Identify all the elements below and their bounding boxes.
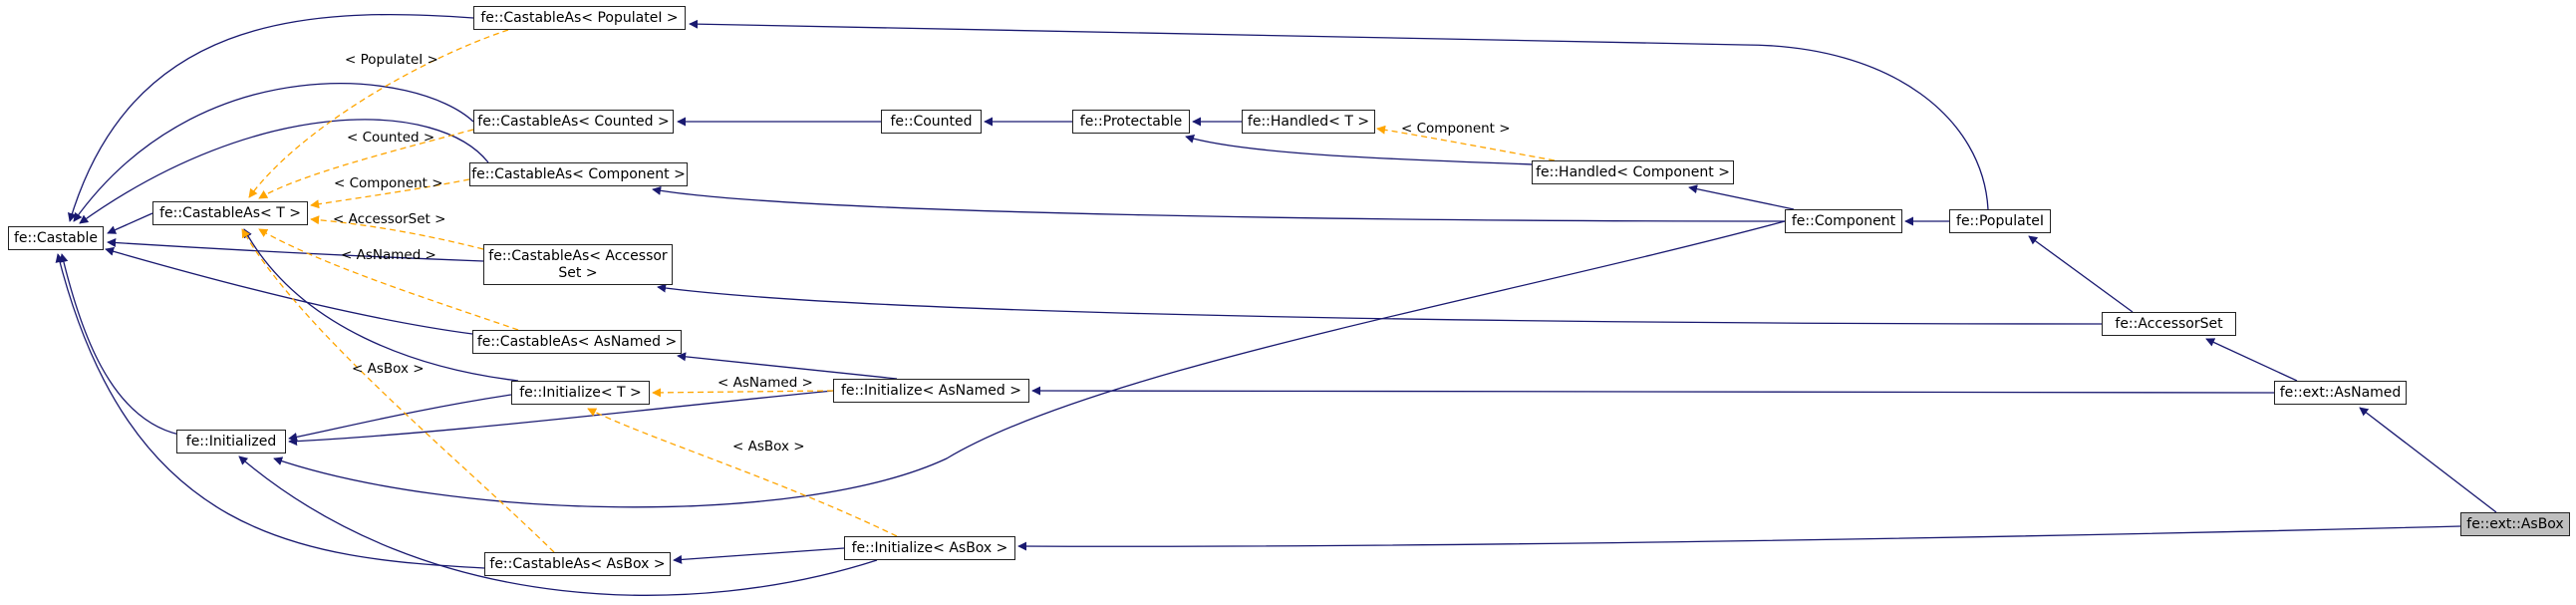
edge-castComponent-to-castableAsT (310, 178, 470, 209)
class-node-castComponent[interactable]: fe::CastableAs< Component > (469, 162, 688, 186)
edge-initT-to-castableAsT (243, 228, 519, 382)
class-node-castAsBox[interactable]: fe::CastableAs< AsBox > (484, 552, 671, 576)
edge-castComponent-to-castable (79, 119, 489, 224)
edge-accessorSet-to-castAccessor (657, 283, 2103, 325)
edge-label: < AsNamed > (717, 375, 813, 391)
edge-asBox-to-asNamed (2359, 407, 2497, 513)
edge-castCounted-to-castable (73, 83, 474, 222)
edge-castCounted-to-castableAsT (258, 129, 474, 199)
edge-asNamed-to-accessorSet (2205, 338, 2298, 382)
class-node-asNamed[interactable]: fe::ext::AsNamed (2274, 381, 2407, 405)
edge-castAccessor-to-castableAsT (310, 215, 484, 250)
class-node-accessorSet[interactable]: fe::AccessorSet (2102, 312, 2236, 336)
class-node-initAsNamed[interactable]: fe::Initialize< AsNamed > (833, 379, 1029, 403)
edge-initAsNamed-to-initialized (288, 390, 834, 447)
class-node-populateI[interactable]: fe::PopulateI (1949, 209, 2051, 233)
class-node-initAsBox[interactable]: fe::Initialize< AsBox > (844, 536, 1015, 560)
class-node-castableAsT[interactable]: fe::CastableAs< T > (152, 201, 308, 225)
class-node-handledComp[interactable]: fe::Handled< Component > (1532, 160, 1734, 184)
edge-castAsNamed-to-castable (105, 246, 473, 335)
class-node-component[interactable]: fe::Component (1785, 209, 1902, 233)
edge-castPopulate-to-castable (67, 13, 474, 222)
class-node-castPopulate[interactable]: fe::CastableAs< PopulateI > (473, 6, 686, 30)
edge-initAsNamed-to-castAsNamed (677, 352, 898, 380)
edge-initAsBox-to-castAsBox (673, 547, 845, 564)
class-node-castCounted[interactable]: fe::CastableAs< Counted > (473, 110, 674, 134)
class-node-counted[interactable]: fe::Counted (881, 110, 982, 134)
class-node-castAsNamed[interactable]: fe::CastableAs< AsNamed > (472, 330, 682, 354)
edge-component-to-castComponent (652, 185, 1786, 222)
edge-initAsBox-to-initialized (238, 455, 878, 596)
edge-initT-to-initialized (288, 394, 512, 442)
edge-label: < AsBox > (732, 439, 805, 454)
edge-handledComp-to-protectable (1185, 135, 1536, 165)
edge-castAsBox-to-castable (55, 253, 485, 569)
edge-asBox-to-initAsBox (1017, 525, 2461, 551)
edge-castAsNamed-to-castableAsT (258, 228, 519, 331)
edge-label: < AsBox > (352, 361, 425, 377)
edge-asNamed-to-initAsNamed (1031, 386, 2275, 396)
edge-handledComp-to-handledT (1376, 125, 1556, 161)
edge-label: < Component > (334, 175, 443, 191)
edge-component-to-initialized (273, 220, 1786, 508)
edge-initialized-to-castable (59, 253, 180, 436)
class-node-asBox: fe::ext::AsBox (2460, 512, 2570, 536)
edge-castPopulate-to-castableAsT (248, 29, 509, 198)
edge-label: < AccessorSet > (333, 211, 446, 227)
edge-label: < AsNamed > (341, 247, 436, 263)
class-node-castAccessor[interactable]: fe::CastableAs< Accessor Set > (483, 244, 673, 285)
edge-initAsBox-to-initT (587, 408, 898, 537)
class-node-handledT[interactable]: fe::Handled< T > (1242, 110, 1375, 134)
edge-label: < PopulateI > (345, 52, 438, 68)
edge-accessorSet-to-populateI (2028, 235, 2134, 313)
edge-initAsNamed-to-initT (652, 388, 834, 398)
class-node-initialized[interactable]: fe::Initialized (176, 430, 286, 454)
class-node-protectable[interactable]: fe::Protectable (1072, 110, 1190, 134)
class-node-castable[interactable]: fe::Castable (8, 226, 104, 250)
edge-castableAsT-to-castable (107, 212, 153, 234)
edge-castAsBox-to-castableAsT (241, 228, 555, 553)
edge-component-to-handledComp (1688, 184, 1795, 210)
edge-label: < Component > (1401, 121, 1511, 137)
edge-label: < Counted > (347, 130, 435, 146)
class-node-initT[interactable]: fe::Initialize< T > (511, 381, 650, 405)
